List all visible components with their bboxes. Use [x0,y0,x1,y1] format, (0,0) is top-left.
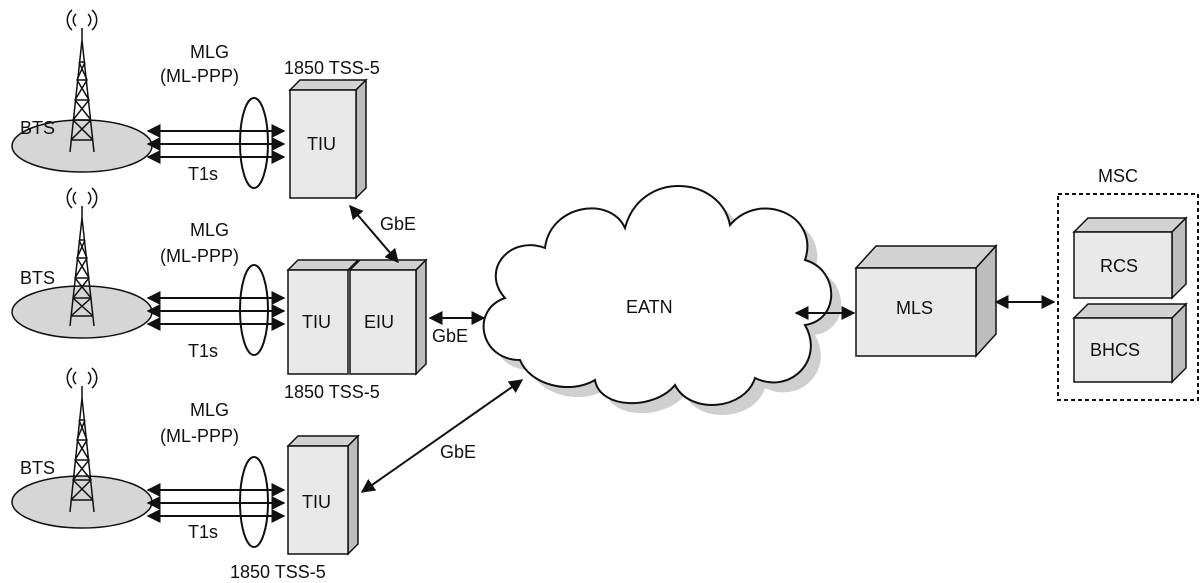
gbe-links [349,204,524,493]
eiu-unit: EIU [348,258,428,376]
mlg-bundle-ellipse [239,264,269,356]
cloud-shape [482,185,833,406]
gbe-label-mid: GbE [432,326,468,346]
mlg-label: MLG [190,42,229,62]
bts-coverage-area [11,475,153,529]
unit-title: 1850 TSS-5 [284,382,380,402]
mlg-bundle-ellipse [239,97,269,189]
tiu-label: TIU [302,492,331,512]
msc-group: MSC RCS BHCS [1057,166,1199,401]
mlg-label: MLG [190,400,229,420]
rcs-label: RCS [1100,256,1138,276]
mls-label: MLS [896,298,933,318]
bts-coverage-area [11,285,153,339]
rcs-unit: RCS [1072,216,1188,300]
t1s-label: T1s [188,341,218,361]
gbe-link-bottom [360,379,524,493]
msc-boundary [1057,193,1199,401]
bts-tower-icon [66,187,98,327]
tiu-label: TIU [302,312,331,332]
tiu-unit: TIU [288,78,368,200]
eatn-cloud: EATN [482,185,842,415]
bts-label: BTS [20,458,55,478]
bhcs-label: BHCS [1090,340,1140,360]
msc-title: MSC [1098,166,1138,186]
bts-label: BTS [20,118,55,138]
t1s-label: T1s [188,164,218,184]
mls-unit: MLS [854,244,998,358]
gbe-label-top: GbE [380,214,416,234]
mlg-label: MLG [190,220,229,240]
t1-links [146,483,286,523]
bhcs-unit: BHCS [1072,302,1188,384]
bts-tower-icon [66,367,98,513]
t1-links [146,124,286,164]
bts-site-1: BTS MLG (ML-PPP) T1s 1850 TSS-5 TIU [11,9,380,200]
mlg-bundle-ellipse [239,456,269,548]
bts-site-3: BTS MLG (ML-PPP) T1s TIU 1850 TSS-5 [11,367,360,582]
tiu-unit: TIU [286,434,360,556]
tiu-unit: TIU [286,259,360,375]
bts-tower-icon [66,9,98,153]
bts-site-2: BTS MLG (ML-PPP) T1s TIU EIU 1850 TSS-5 [11,187,428,402]
mlppp-label: (ML-PPP) [160,66,239,86]
bts-label: BTS [20,268,55,288]
unit-title: 1850 TSS-5 [230,562,326,582]
gbe-link-top [349,204,399,264]
mlppp-label: (ML-PPP) [160,426,239,446]
gbe-label-bottom: GbE [440,442,476,462]
tiu-label: TIU [307,134,336,154]
t1s-label: T1s [188,522,218,542]
eatn-label: EATN [626,297,673,317]
mlppp-label: (ML-PPP) [160,246,239,266]
t1-links [146,291,286,331]
unit-title: 1850 TSS-5 [284,58,380,78]
eiu-label: EIU [364,312,394,332]
